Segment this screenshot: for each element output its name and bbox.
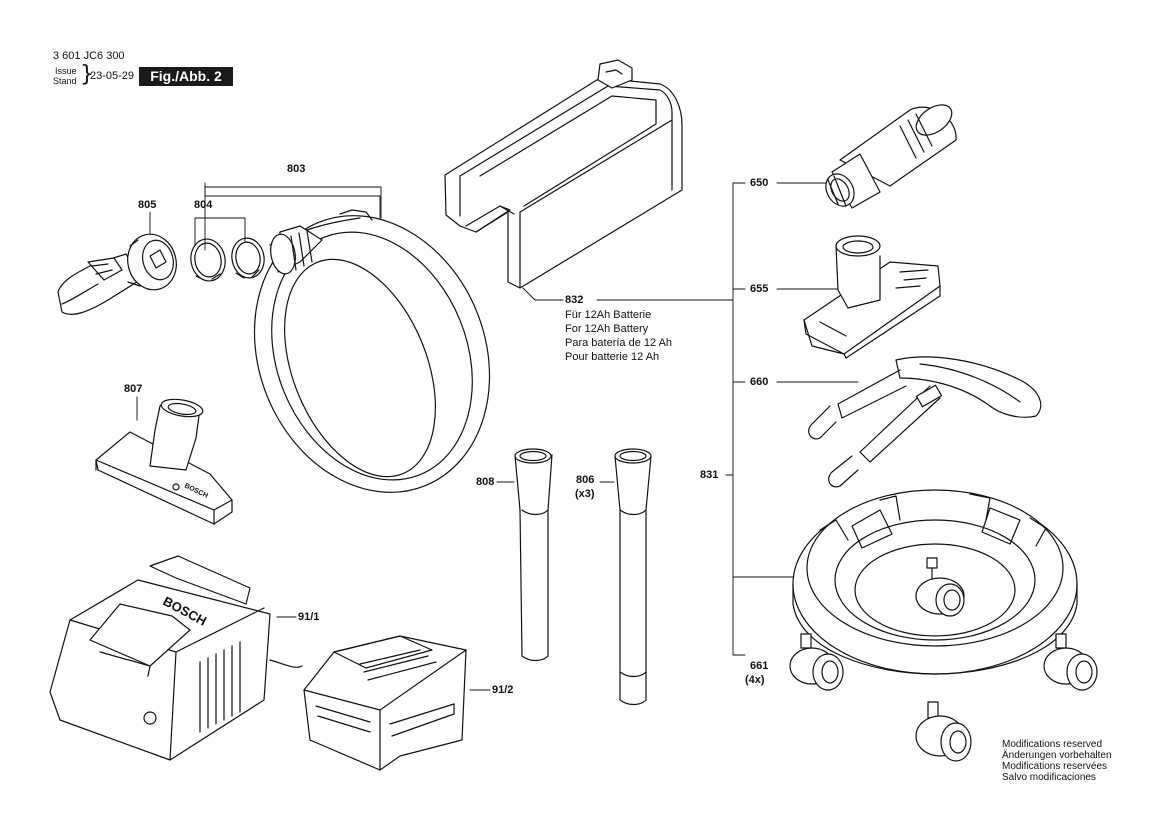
- rolling-base-831: [789, 489, 1098, 691]
- issue-date: 23-05-29: [90, 70, 135, 82]
- battery-note-de: Für 12Ah Batterie: [565, 309, 652, 321]
- extension-tube-806: [614, 448, 652, 706]
- callout-655: 655: [750, 283, 769, 295]
- battery-cover-832: [444, 59, 683, 289]
- brace-symbol: }: [80, 62, 94, 87]
- crevice-tool-808: [514, 448, 553, 662]
- callout-806-quantity: (x3): [575, 488, 595, 500]
- callout-661: 661: [750, 660, 769, 672]
- notice-de: Änderungen vorbehalten: [1002, 750, 1112, 761]
- callout-805: 805: [138, 199, 157, 211]
- notice-en: Modifications reserved: [1002, 739, 1103, 750]
- callout-660: 660: [750, 376, 769, 388]
- hose-803: [253, 209, 491, 493]
- callout-661-quantity: (4x): [745, 674, 765, 686]
- hose-adapter-650: [825, 104, 957, 209]
- battery-note-fr: Pour batterie 12 Ah: [565, 351, 660, 363]
- upholstery-nozzle-655: [803, 235, 941, 359]
- notice-es: Salvo modificaciones: [1002, 772, 1096, 783]
- stand-label: Stand: [53, 76, 77, 86]
- issue-label: Issue: [55, 66, 77, 76]
- battery-note-es: Para batería de 12 Ah: [565, 337, 673, 349]
- callout-808: 808: [476, 476, 495, 488]
- document-number: 3 601 JC6 300: [53, 50, 125, 62]
- clamp-rings-804: [190, 237, 265, 282]
- callout-650: 650: [750, 177, 769, 189]
- callout-91-1: 91/1: [298, 611, 320, 623]
- floor-nozzle-807: [95, 398, 233, 525]
- callout-803: 803: [287, 163, 306, 175]
- battery-note-en: For 12Ah Battery: [565, 323, 649, 335]
- callout-832: 832: [565, 294, 584, 306]
- leader-lines: [136, 182, 859, 691]
- figure-label: Fig./Abb. 2: [139, 67, 233, 86]
- charger-91-1: BOSCH: [49, 555, 303, 761]
- handle-805: [57, 233, 177, 315]
- callout-807: 807: [124, 383, 143, 395]
- shoulder-strap-660: [808, 356, 1042, 488]
- callout-804: 804: [194, 199, 213, 211]
- callout-806: 806: [576, 474, 595, 486]
- callout-91-2: 91/2: [492, 684, 514, 696]
- caster-661: [915, 701, 972, 762]
- notice-fr: Modifications reservées: [1002, 761, 1108, 772]
- callout-831: 831: [700, 469, 719, 481]
- battery-pack-91-2: [303, 635, 467, 771]
- modifications-notice: Modifications reserved Änderungen vorbeh…: [1002, 739, 1112, 783]
